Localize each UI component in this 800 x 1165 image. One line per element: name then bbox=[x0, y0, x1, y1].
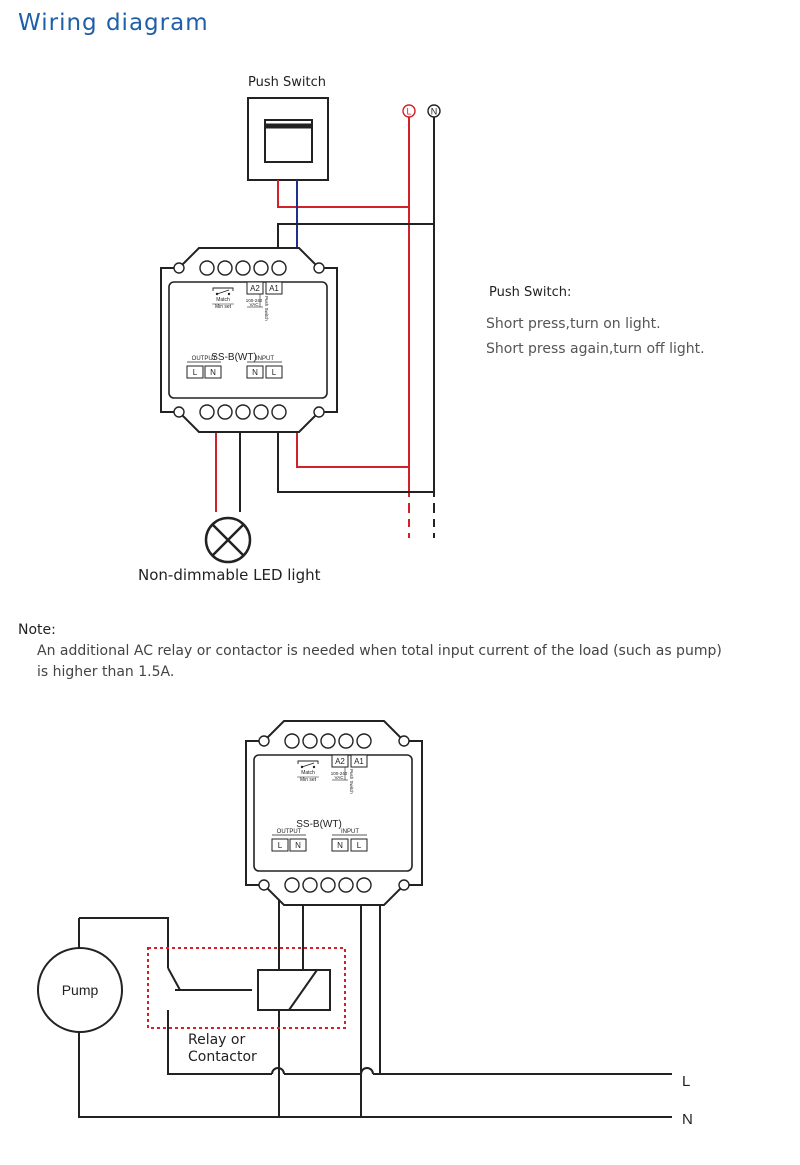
pump-icon: Pump bbox=[37, 947, 123, 1033]
supply-l-text: L bbox=[406, 107, 411, 117]
input-n-label: N bbox=[337, 841, 343, 850]
relay-label-line-1: Relay or bbox=[188, 1032, 246, 1048]
output-label: OUTPUT bbox=[192, 356, 217, 362]
led-light-label: Non-dimmable LED light bbox=[138, 566, 321, 584]
voltage-line-1: 100-240 bbox=[246, 298, 263, 303]
voltage-line-1: 100-240 bbox=[331, 771, 348, 776]
push-switch-desc-line-1: Short press,turn on light. bbox=[486, 316, 661, 332]
output-l-label: L bbox=[193, 368, 198, 377]
relay-dashed-box bbox=[147, 947, 346, 1029]
model-label: SS-B(WT) bbox=[296, 819, 342, 830]
push-switch-desc-line-2: Short press again,turn off light. bbox=[486, 341, 705, 357]
a2-label: A2 bbox=[250, 284, 260, 293]
supply-n-text: N bbox=[431, 107, 438, 117]
a1-label: A1 bbox=[269, 284, 279, 293]
neutral-supply-marker: N bbox=[427, 104, 441, 118]
voltage-line-2: VAC bbox=[250, 302, 260, 307]
a2-label: A2 bbox=[335, 757, 345, 766]
led-lamp-icon bbox=[204, 516, 252, 564]
input-label: INPUT bbox=[256, 356, 274, 362]
ssb-controller-top: Match Min set A2 A1 100-240 VAC Push Swi… bbox=[160, 247, 338, 433]
note-line-2: is higher than 1.5A. bbox=[37, 664, 175, 680]
relay-label-line-2: Contactor bbox=[188, 1049, 257, 1065]
voltage-line-2: VAC bbox=[335, 775, 345, 780]
bus-n-label: N bbox=[682, 1111, 693, 1128]
live-supply-marker: L bbox=[402, 104, 416, 118]
input-n-label: N bbox=[252, 368, 258, 377]
min-set-label: Min set bbox=[300, 777, 317, 783]
push-switch-label: Push Switch bbox=[248, 75, 326, 90]
min-set-label: Min set bbox=[215, 304, 232, 310]
input-l-label: L bbox=[357, 841, 362, 850]
pump-label: Pump bbox=[62, 982, 99, 998]
relay-coil bbox=[257, 969, 331, 1011]
push-switch-desc-title: Push Switch: bbox=[489, 285, 572, 300]
output-n-label: N bbox=[210, 368, 216, 377]
model-label: SS-B(WT) bbox=[211, 352, 257, 363]
note-line-1: An additional AC relay or contactor is n… bbox=[37, 643, 722, 659]
match-label: Match bbox=[216, 297, 230, 303]
a1-label: A1 bbox=[354, 757, 364, 766]
output-n-label: N bbox=[295, 841, 301, 850]
note-heading: Note: bbox=[18, 622, 56, 638]
push-switch-terminal-label: Push Switch bbox=[349, 769, 354, 794]
input-l-label: L bbox=[272, 368, 277, 377]
output-l-label: L bbox=[278, 841, 283, 850]
push-switch bbox=[247, 97, 329, 181]
bottom-wires bbox=[78, 898, 672, 1118]
output-label: OUTPUT bbox=[277, 829, 302, 835]
match-label: Match bbox=[301, 770, 315, 776]
push-switch-terminal-label: Push Switch bbox=[264, 296, 269, 321]
top-wires bbox=[215, 117, 435, 538]
ssb-controller-bottom: Match Min set A2 A1 100-240 VAC Push Swi… bbox=[245, 720, 423, 906]
input-label: INPUT bbox=[341, 829, 359, 835]
page-title: Wiring diagram bbox=[18, 10, 209, 36]
bus-l-label: L bbox=[682, 1073, 690, 1090]
